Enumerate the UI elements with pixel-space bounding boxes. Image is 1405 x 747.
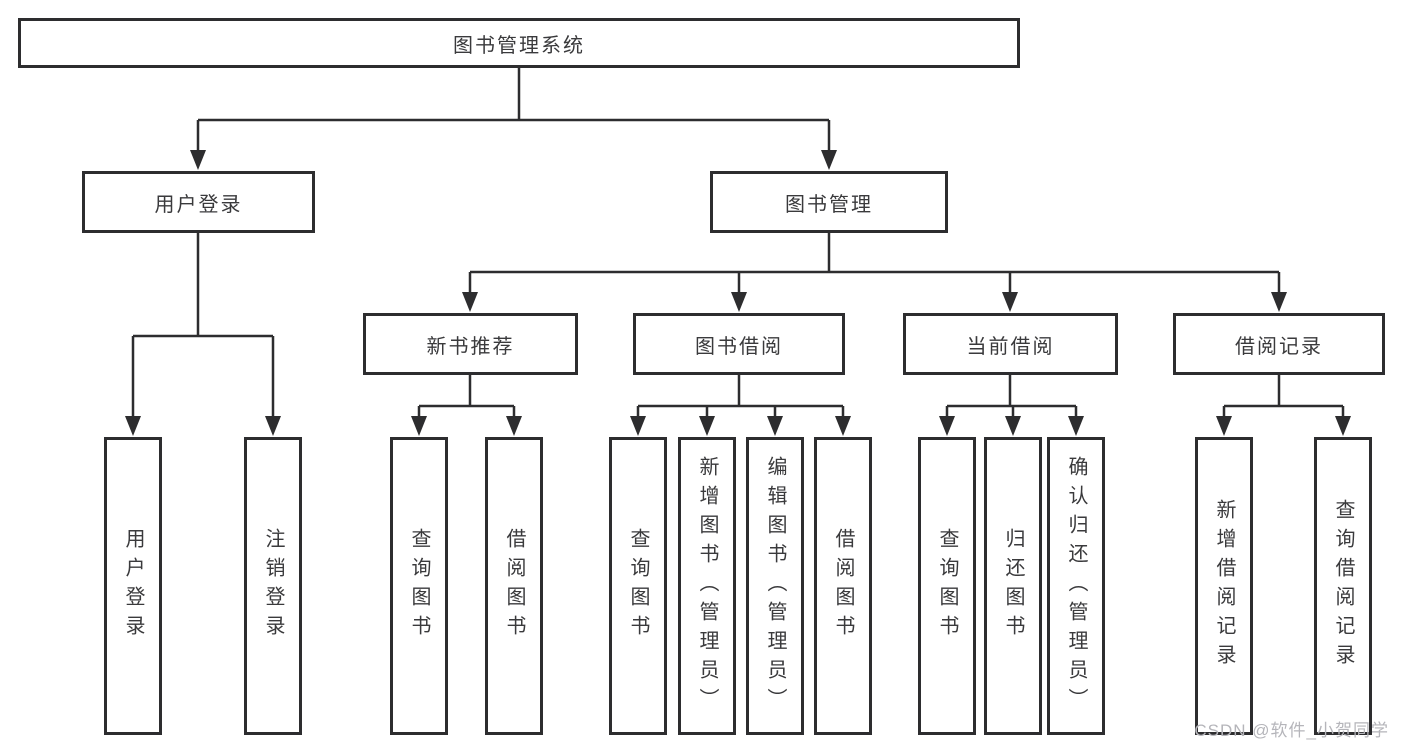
leaf-logout: 注销登录 xyxy=(244,437,302,735)
node-book-borrow: 图书借阅 xyxy=(633,313,845,375)
leaf-user-login: 用户登录 xyxy=(104,437,162,735)
node-book-management-label: 图书管理 xyxy=(785,193,873,216)
leaf-query-books-current: 查询图书 xyxy=(918,437,976,735)
leaf-query-books-borrow: 查询图书 xyxy=(609,437,667,735)
leaf-edit-book-admin: 编辑图书（管理员） xyxy=(746,437,804,735)
leaf-edit-book-admin-label: 编辑图书（管理员） xyxy=(764,455,786,717)
leaf-add-book-admin: 新增图书（管理员） xyxy=(678,437,736,735)
leaf-return-books: 归还图书 xyxy=(984,437,1042,735)
leaf-query-books-recommend: 查询图书 xyxy=(390,437,448,735)
leaf-logout-label: 注销登录 xyxy=(262,528,284,644)
leaf-user-login-label: 用户登录 xyxy=(122,528,144,644)
leaf-add-borrow-record: 新增借阅记录 xyxy=(1195,437,1253,735)
leaf-query-borrow-record-label: 查询借阅记录 xyxy=(1332,499,1354,673)
node-root: 图书管理系统 xyxy=(18,18,1020,68)
leaf-borrow-books: 借阅图书 xyxy=(814,437,872,735)
node-new-book-recommend: 新书推荐 xyxy=(363,313,578,375)
node-user-login-label: 用户登录 xyxy=(154,193,243,216)
leaf-confirm-return-admin: 确认归还（管理员） xyxy=(1047,437,1105,735)
node-book-management: 图书管理 xyxy=(710,171,948,233)
watermark: CSDN @软件_小贺同学 xyxy=(1194,721,1389,740)
leaf-borrow-books-recommend: 借阅图书 xyxy=(485,437,543,735)
leaf-query-borrow-record: 查询借阅记录 xyxy=(1314,437,1372,735)
node-book-borrow-label: 图书借阅 xyxy=(695,335,783,358)
leaf-return-books-label: 归还图书 xyxy=(1002,528,1024,644)
node-current-borrow: 当前借阅 xyxy=(903,313,1118,375)
node-borrow-records: 借阅记录 xyxy=(1173,313,1385,375)
node-borrow-records-label: 借阅记录 xyxy=(1235,335,1323,358)
leaf-confirm-return-admin-label: 确认归还（管理员） xyxy=(1065,455,1087,717)
leaf-borrow-books-recommend-label: 借阅图书 xyxy=(503,528,525,644)
leaf-add-book-admin-label: 新增图书（管理员） xyxy=(696,455,718,717)
node-current-borrow-label: 当前借阅 xyxy=(966,335,1055,358)
leaf-query-books-current-label: 查询图书 xyxy=(936,528,958,644)
leaf-query-books-borrow-label: 查询图书 xyxy=(627,528,649,644)
leaf-borrow-books-label: 借阅图书 xyxy=(832,528,854,644)
leaf-add-borrow-record-label: 新增借阅记录 xyxy=(1213,499,1235,673)
node-root-label: 图书管理系统 xyxy=(453,34,585,57)
leaf-query-books-recommend-label: 查询图书 xyxy=(408,528,430,644)
node-new-book-recommend-label: 新书推荐 xyxy=(426,335,515,358)
node-user-login: 用户登录 xyxy=(82,171,315,233)
